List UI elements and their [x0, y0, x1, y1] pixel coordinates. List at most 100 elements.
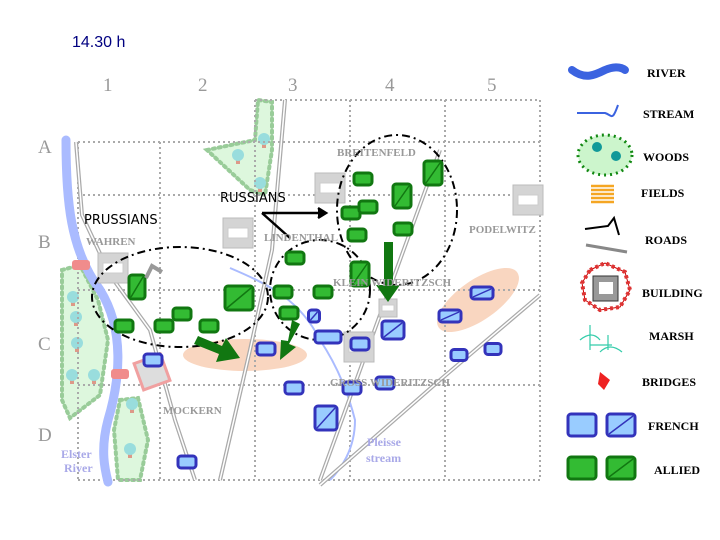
tree-icon: [66, 369, 78, 384]
legend-label-woods: WOODS: [643, 150, 689, 164]
tree-icon: [232, 149, 244, 164]
legend-label-river: RIVER: [647, 66, 686, 80]
french-unit[interactable]: [341, 380, 363, 396]
legend: RIVERSTREAMWOODSFIELDSROADSBUILDINGMARSH…: [566, 63, 703, 481]
legend-label-bridges: BRIDGES: [642, 375, 696, 389]
allied-unit[interactable]: [352, 171, 374, 187]
gray-chevron: [144, 263, 164, 279]
prussians-label: PRUSSIANS: [84, 213, 158, 228]
row-label: A: [38, 137, 52, 158]
legend-label-marsh: MARSH: [649, 329, 694, 343]
french-unit[interactable]: [374, 375, 396, 391]
french-unit[interactable]: [255, 341, 277, 357]
french-unit[interactable]: [349, 336, 371, 352]
french-unit[interactable]: [449, 348, 469, 362]
allied-unit[interactable]: [312, 284, 334, 300]
trees: [66, 133, 270, 458]
tree-icon: [254, 177, 266, 192]
building-icon: [512, 184, 544, 216]
french-unit[interactable]: [469, 285, 495, 301]
french-unit[interactable]: [437, 308, 463, 324]
tree-icon: [592, 142, 602, 152]
allied-unit[interactable]: [349, 260, 371, 288]
woods-icon: [576, 133, 634, 177]
french-legend-icon[interactable]: [566, 412, 598, 438]
tree-icon: [611, 151, 621, 161]
allied-unit[interactable]: [127, 273, 147, 301]
units: [113, 159, 503, 470]
bridges-icon: [598, 372, 610, 390]
pleisse-label: Pleisse: [367, 435, 402, 449]
tree-icon: [124, 443, 136, 458]
road-icon: [584, 215, 620, 236]
allied-unit[interactable]: [357, 199, 379, 215]
allied-unit[interactable]: [340, 205, 362, 221]
tree-icon: [88, 369, 100, 384]
allied-unit[interactable]: [272, 284, 294, 300]
french-unit[interactable]: [483, 342, 503, 356]
tree-icon: [126, 398, 138, 413]
time-label: 14.30 h: [72, 34, 126, 51]
column-label: 4: [385, 75, 395, 96]
place-podelwitz: PODELWITZ: [469, 224, 536, 236]
road-double-icon: [585, 243, 628, 254]
bridge-icon: [111, 369, 129, 379]
allied-unit[interactable]: [198, 318, 220, 334]
french-legend-diag-icon[interactable]: [605, 412, 637, 438]
french-unit[interactable]: [313, 329, 343, 345]
bridge-icon: [72, 260, 90, 270]
river-icon: [568, 63, 629, 80]
tree-icon: [258, 133, 270, 148]
allied-legend-icon[interactable]: [566, 455, 598, 481]
column-label: 5: [487, 75, 497, 96]
advance-arrows: [194, 242, 400, 362]
russian-arrow: [261, 206, 329, 239]
allied-unit[interactable]: [284, 250, 306, 266]
building-icon: [97, 252, 129, 284]
french-unit[interactable]: [380, 319, 406, 341]
allied-unit[interactable]: [171, 306, 193, 322]
pleisse-label-2: stream: [366, 451, 401, 465]
french-unit[interactable]: [313, 404, 339, 432]
legend-label-allied: ALLIED: [654, 463, 700, 477]
allied-unit[interactable]: [113, 318, 135, 334]
allied-unit[interactable]: [392, 221, 414, 237]
legend-label-stream: STREAM: [643, 107, 694, 121]
allied-unit[interactable]: [422, 159, 444, 187]
fields-icon: [591, 184, 614, 204]
place-mockern: MOCKERN: [163, 405, 222, 417]
french-unit[interactable]: [283, 380, 305, 396]
french-unit[interactable]: [176, 454, 198, 470]
allied-unit[interactable]: [223, 284, 255, 312]
place-wahren: WAHREN: [86, 236, 136, 248]
stream-icon: [577, 104, 619, 118]
row-label: B: [38, 232, 51, 253]
french-unit[interactable]: [307, 308, 321, 324]
elster-label: Elster: [61, 447, 92, 461]
row-label: C: [38, 334, 51, 355]
roads-inner: [75, 99, 541, 486]
legend-units: [566, 412, 637, 481]
allied-unit[interactable]: [278, 305, 300, 321]
place-klein-wideritzsch: KLEIN WIDERITZSCH: [333, 277, 452, 289]
allied-legend-diag-icon[interactable]: [605, 455, 637, 481]
russians-label: RUSSIANS: [220, 191, 286, 206]
legend-label-fields: FIELDS: [641, 186, 685, 200]
allied-unit[interactable]: [153, 318, 175, 334]
legend-labels: RIVERSTREAMWOODSFIELDSROADSBUILDINGMARSH…: [641, 66, 703, 477]
french-unit[interactable]: [142, 352, 164, 368]
legend-label-building: BUILDING: [642, 286, 703, 300]
column-label: 2: [198, 75, 208, 96]
allied-unit[interactable]: [346, 227, 368, 243]
legend-label-french: FRENCH: [648, 419, 699, 433]
building-icon: [579, 260, 633, 313]
allied-unit[interactable]: [391, 182, 413, 210]
place-lindenthal: LINDENTHAL: [264, 232, 338, 244]
building-icon: [378, 298, 398, 318]
place-gross-wideritzsch: GROSS WIDERITZSCH: [330, 377, 450, 389]
marsh-icon: [579, 325, 623, 353]
